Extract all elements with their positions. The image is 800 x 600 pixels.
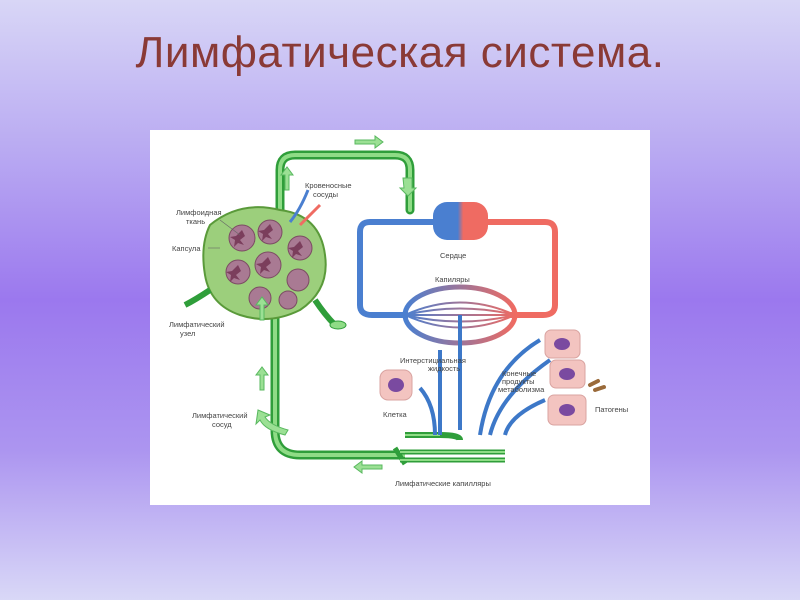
diagram-labels: Кровеносные сосуды Лимфоидная ткань Капс… [169, 181, 628, 488]
label-node-1: Лимфатический [169, 320, 225, 329]
label-capillaries: Капиляры [435, 275, 470, 284]
label-blood-vessels-1: Кровеносные [305, 181, 352, 190]
label-pathogens: Патогены [595, 405, 628, 414]
label-node-2: узел [180, 329, 195, 338]
label-vessel-2: сосуд [212, 420, 232, 429]
label-lymphoid-1: Лимфоидная [176, 208, 222, 217]
diagram-panel: Кровеносные сосуды Лимфоидная ткань Капс… [150, 130, 650, 505]
label-lymphoid-2: ткань [186, 217, 205, 226]
label-cell: Клетка [383, 410, 408, 419]
label-interstitial-2: жидкость [428, 364, 460, 373]
label-heart: Сердце [440, 251, 466, 260]
heart [433, 202, 488, 240]
label-vessel-1: Лимфатический [192, 411, 248, 420]
lymphatic-diagram: Кровеносные сосуды Лимфоидная ткань Капс… [169, 135, 628, 488]
label-metabolic-3: метаболизма [498, 385, 545, 394]
label-blood-vessels-2: сосуды [313, 190, 338, 199]
label-interstitial-1: Интерстициальная [400, 356, 466, 365]
interstitial-arrows [418, 315, 552, 436]
lymph-node [183, 189, 347, 330]
label-capsule: Капсула [172, 244, 201, 253]
label-metabolic-2: продукты [502, 377, 535, 386]
label-lymph-capillaries: Лимфатические капилляры [395, 479, 491, 488]
blood-circuit [357, 219, 558, 318]
lymph-capillaries [392, 432, 505, 466]
label-metabolic-1: Конечные [502, 369, 536, 378]
flow-arrows [255, 135, 418, 474]
tissue-cells [379, 329, 606, 426]
slide-title: Лимфатическая система. [135, 28, 665, 77]
